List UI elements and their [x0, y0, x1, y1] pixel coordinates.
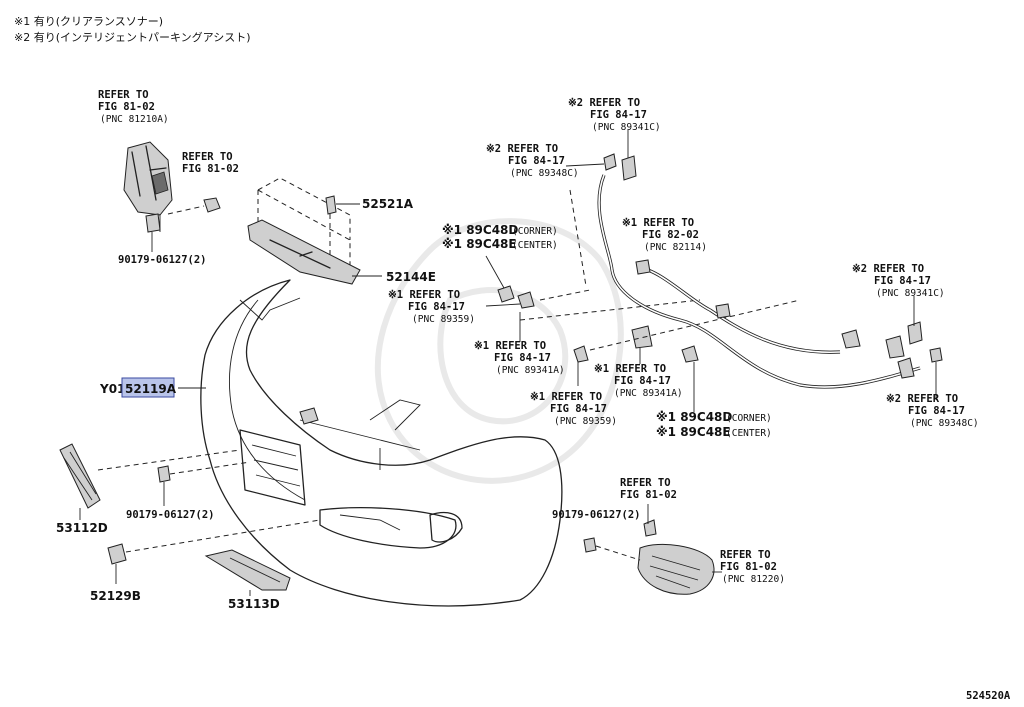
- connector-top: [565, 130, 637, 181]
- footnote-1: ※1 有り(クリアランスソナー): [14, 15, 164, 28]
- label-89c48e-b-sfx: (CENTER): [726, 428, 772, 439]
- label-y01-prefix: Y01: [99, 382, 125, 396]
- label-refer-82114-l1: ※1 REFER TO: [622, 217, 694, 229]
- label-refer-81-02-b-l2: FIG 81-02: [620, 489, 677, 501]
- label-refer-89348c-right-l3: (PNC 89348C): [910, 418, 979, 429]
- label-part-52521a: 52521A: [362, 197, 414, 211]
- label-refer-81220-l1: REFER TO: [720, 549, 771, 561]
- label-89c48e-a: ※1 89C48E: [442, 237, 517, 251]
- watermark: [374, 218, 624, 484]
- push-clip-part: [325, 195, 360, 255]
- label-refer-89341c-top-l2: FIG 84-17: [590, 109, 647, 121]
- label-89c48d-b: ※1 89C48D: [656, 410, 732, 424]
- side-grille-part: [59, 443, 241, 520]
- label-refer-89359-a-l3: (PNC 89359): [412, 314, 475, 325]
- label-refer-89341c-top-l1: ※2 REFER TO: [568, 97, 640, 109]
- label-refer-89359-a-l2: FIG 84-17: [408, 301, 465, 313]
- label-refer-89341c-right-l3: (PNC 89341C): [876, 288, 945, 299]
- fog-lamp-part: [583, 504, 722, 595]
- label-part-52119a[interactable]: 52119A: [125, 382, 177, 396]
- label-refer-89341a-b-l3: (PNC 89341A): [614, 388, 683, 399]
- label-refer-89348c-top-l1: ※2 REFER TO: [486, 143, 558, 155]
- label-89c48d-a-sfx: (CORNER): [512, 226, 558, 237]
- label-refer-89359-b-l1: ※1 REFER TO: [530, 391, 602, 403]
- label-89c48d-b-sfx: (CORNER): [726, 413, 772, 424]
- label-refer-81210a-l2: FIG 81-02: [98, 101, 155, 113]
- label-refer-81210a-l1: REFER TO: [98, 89, 149, 101]
- connector-right: [907, 296, 943, 400]
- label-refer-89359-b-l3: (PNC 89359): [554, 416, 617, 427]
- label-refer-89341c-right-l1: ※2 REFER TO: [852, 263, 924, 275]
- label-refer-89348c-top-l2: FIG 84-17: [508, 155, 565, 167]
- label-refer-89348c-right-l1: ※2 REFER TO: [886, 393, 958, 405]
- label-part-52144e: 52144E: [386, 270, 436, 284]
- label-refer-89359-a-l1: ※1 REFER TO: [388, 289, 460, 301]
- wire-harness: [569, 174, 921, 389]
- sensor-group-center: [485, 255, 801, 412]
- label-refer-81210a-l3: (PNC 81210A): [100, 114, 169, 125]
- label-refer-89341a-a-l1: ※1 REFER TO: [474, 340, 546, 352]
- label-clip-90179-c: 90179-06127(2): [552, 509, 641, 521]
- label-refer-89348c-top-l3: (PNC 89348C): [510, 168, 579, 179]
- label-89c48e-b: ※1 89C48E: [656, 425, 731, 439]
- diagram-id: 524520A: [966, 690, 1011, 702]
- label-refer-89348c-right-l2: FIG 84-17: [908, 405, 965, 417]
- footnote-2: ※2 有り(インテリジェントパーキングアシスト): [14, 31, 251, 44]
- label-refer-89341a-a-l3: (PNC 89341A): [496, 365, 565, 376]
- label-refer-82114-l3: (PNC 82114): [644, 242, 707, 253]
- label-refer-81-02-a-l1: REFER TO: [182, 151, 233, 163]
- label-refer-81220-l3: (PNC 81220): [722, 574, 785, 585]
- label-clip-90179-a: 90179-06127(2): [118, 254, 207, 266]
- label-clip-90179-b: 90179-06127(2): [126, 509, 215, 521]
- label-part-53112d: 53112D: [56, 521, 108, 535]
- label-refer-81220-l2: FIG 81-02: [720, 561, 777, 573]
- label-refer-81-02-a-l2: FIG 81-02: [182, 163, 239, 175]
- headlamp-part: [123, 141, 173, 232]
- label-89c48d-a: ※1 89C48D: [442, 223, 518, 237]
- footnotes: ※1 有り(クリアランスソナー) ※2 有り(インテリジェントパーキングアシスト…: [14, 14, 251, 46]
- label-refer-89341a-b-l2: FIG 84-17: [614, 375, 671, 387]
- clip-part-center: [157, 461, 251, 506]
- label-refer-89359-b-l2: FIG 84-17: [550, 403, 607, 415]
- label-refer-82114-l2: FIG 82-02: [642, 229, 699, 241]
- label-refer-81-02-b-l1: REFER TO: [620, 477, 671, 489]
- clip-part: [145, 213, 161, 252]
- lower-moulding-part: [204, 549, 291, 596]
- label-89c48e-a-sfx: (CENTER): [512, 240, 558, 251]
- label-refer-89341c-top-l3: (PNC 89341C): [592, 122, 661, 133]
- bumper-cover: [200, 279, 563, 607]
- label-refer-89341a-b-l1: ※1 REFER TO: [594, 363, 666, 375]
- retainer-part: [247, 177, 382, 285]
- cap-part: [107, 519, 321, 584]
- label-part-52129b: 52129B: [90, 589, 141, 603]
- label-refer-89341c-right-l2: FIG 84-17: [874, 275, 931, 287]
- label-refer-89341a-a-l2: FIG 84-17: [494, 352, 551, 364]
- highlight-box: [121, 377, 175, 398]
- bolt-part: [167, 197, 221, 215]
- label-part-53113d: 53113D: [228, 597, 280, 611]
